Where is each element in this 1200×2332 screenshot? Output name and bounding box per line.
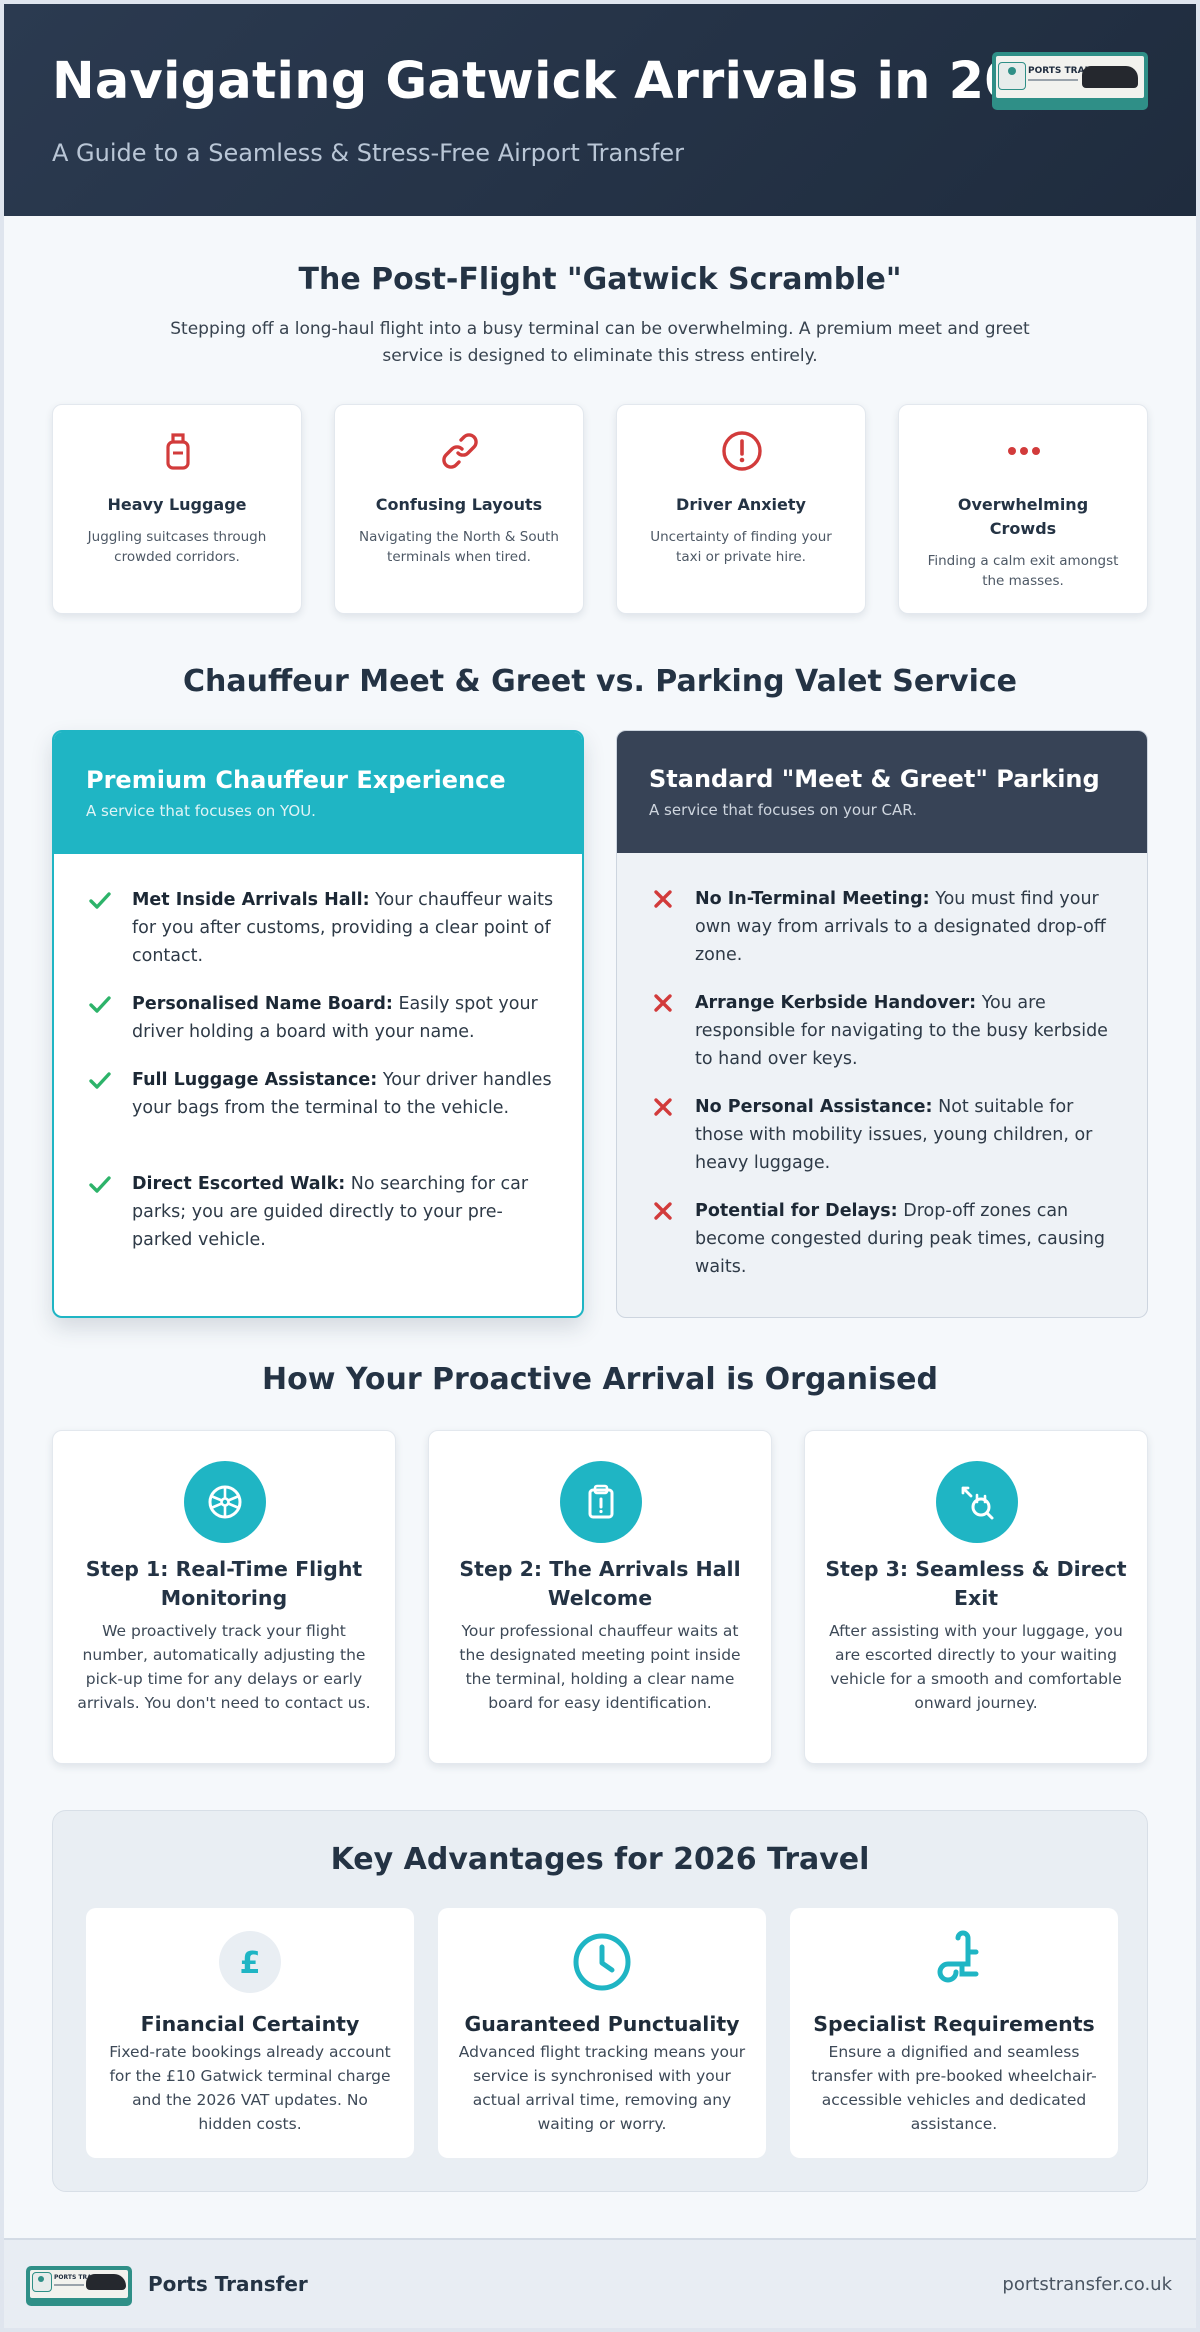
cross-icon xyxy=(654,890,672,908)
section-title-steps: How Your Proactive Arrival is Organised xyxy=(262,1362,938,1397)
logo-text: PORTS TRANSFER xyxy=(54,2274,114,2281)
car-icon xyxy=(1082,66,1138,88)
step-text: We proactively track your flight number,… xyxy=(77,1622,371,1712)
exit-icon xyxy=(961,1486,994,1520)
feature-text: Your driver handles your bags from the t… xyxy=(132,1070,552,1118)
advantage-title: Guaranteed Punctuality xyxy=(464,2012,740,2036)
check-icon xyxy=(89,892,111,909)
check-icon xyxy=(89,996,111,1013)
advantage-text: Ensure a dignified and seamless transfer… xyxy=(811,2043,1097,2133)
wheelchair-icon xyxy=(937,1930,979,1983)
problem-card-crowds: Overwhelming Crowds Finding a calm exit … xyxy=(898,404,1148,614)
footer: PORTS TRANSFER Ports Transfer portstrans… xyxy=(4,2238,1196,2328)
advantage-card-punctuality: Guaranteed Punctuality Advanced flight t… xyxy=(438,1908,766,2158)
premium-panel-subtitle: A service that focuses on YOU. xyxy=(86,802,316,820)
pin-icon xyxy=(998,62,1026,90)
hero-header: Navigating Gatwick Arrivals in 2026 A Gu… xyxy=(4,4,1196,216)
feature-title: No In-Terminal Meeting: xyxy=(695,889,930,909)
step-title: Step 2: The Arrivals Hall Welcome xyxy=(459,1557,741,1610)
advantage-card-financial: £ Financial Certainty Fixed-rate booking… xyxy=(86,1908,414,2158)
pound-symbol: £ xyxy=(240,1946,261,1981)
problem-card-title: Driver Anxiety xyxy=(676,495,806,514)
problem-card-title: Overwhelming Crowds xyxy=(957,495,1089,538)
feature-title: Met Inside Arrivals Hall: xyxy=(132,890,370,910)
feature-text: You are responsible for navigating to th… xyxy=(695,993,1108,1069)
section-title-comparison: Chauffeur Meet & Greet vs. Parking Valet… xyxy=(183,664,1017,699)
footer-logo: PORTS TRANSFER xyxy=(26,2266,132,2306)
footer-brand: Ports Transfer xyxy=(148,2272,308,2296)
advantage-text: Fixed-rate bookings already account for … xyxy=(109,2043,391,2133)
feature-text: Your chauffeur waits for you after custo… xyxy=(132,890,554,966)
page-subtitle: A Guide to a Seamless & Stress-Free Airp… xyxy=(52,139,684,167)
standard-panel-title: Standard "Meet & Greet" Parking xyxy=(649,765,1100,793)
problem-card-text: Finding a calm exit amongst the masses. xyxy=(927,553,1119,589)
step-card-1: Step 1: Real-Time Flight Monitoring We p… xyxy=(52,1430,396,1764)
infographic-page: Navigating Gatwick Arrivals in 2026 A Gu… xyxy=(4,4,1196,2328)
step-title: Step 1: Real-Time Flight Monitoring xyxy=(85,1557,363,1610)
advantage-text: Advanced flight tracking means your serv… xyxy=(458,2043,746,2133)
problem-card-text: Navigating the North & South terminals w… xyxy=(359,529,559,565)
clock-icon xyxy=(573,1933,631,1991)
section-title-advantages: Key Advantages for 2026 Travel xyxy=(330,1842,870,1877)
feature-title: Arrange Kerbside Handover: xyxy=(695,993,977,1013)
premium-panel-title: Premium Chauffeur Experience xyxy=(86,766,506,794)
feature-title: Direct Escorted Walk: xyxy=(132,1174,346,1194)
problem-card-text: Juggling suitcases through crowded corri… xyxy=(87,529,267,565)
standard-panel-header: Standard "Meet & Greet" Parking A servic… xyxy=(617,731,1147,853)
advantage-title: Financial Certainty xyxy=(140,2012,360,2036)
check-icon xyxy=(89,1176,111,1193)
feature-text: Not suitable for those with mobility iss… xyxy=(695,1097,1093,1173)
feature-title: Full Luggage Assistance: xyxy=(132,1070,378,1090)
dots-icon xyxy=(1008,447,1040,455)
logo-text: PORTS TRANSFER xyxy=(1028,66,1118,76)
feature-text: You must find your own way from arrivals… xyxy=(695,889,1106,965)
step-card-3: Step 3: Seamless & Direct Exit After ass… xyxy=(804,1430,1148,1764)
page-title: Navigating Gatwick Arrivals in 2026 xyxy=(52,52,1092,111)
premium-panel: Premium Chauffeur Experience A service t… xyxy=(52,730,584,1318)
step-text: Your professional chauffeur waits at the… xyxy=(459,1622,741,1712)
step-card-2: Step 2: The Arrivals Hall Welcome Your p… xyxy=(428,1430,772,1764)
problem-card-driver: Driver Anxiety Uncertainty of finding yo… xyxy=(616,404,866,614)
feature-text: Easily spot your driver holding a board … xyxy=(132,994,538,1042)
advantage-title: Specialist Requirements xyxy=(813,2012,1095,2036)
problem-card-title: Heavy Luggage xyxy=(107,495,247,514)
feature-title: Personalised Name Board: xyxy=(132,994,393,1014)
feature-title: No Personal Assistance: xyxy=(695,1097,933,1117)
link-icon xyxy=(442,433,478,469)
cross-icon xyxy=(654,1098,672,1116)
brand-logo: PORTS TRANSFER xyxy=(992,52,1148,110)
premium-panel-header: Premium Chauffeur Experience A service t… xyxy=(54,732,582,854)
cross-icon xyxy=(654,1202,672,1220)
problem-card-luggage: Heavy Luggage Juggling suitcases through… xyxy=(52,404,302,614)
steering-wheel-icon xyxy=(208,1485,242,1519)
footer-website-link[interactable]: portstransfer.co.uk xyxy=(1002,2274,1172,2295)
step-text: After assisting with your luggage, you a… xyxy=(829,1622,1123,1712)
step-title: Step 3: Seamless & Direct Exit xyxy=(825,1557,1127,1610)
section-title-scramble: The Post-Flight "Gatwick Scramble" xyxy=(298,262,902,297)
problem-card-layouts: Confusing Layouts Navigating the North &… xyxy=(334,404,584,614)
scramble-intro: Stepping off a long-haul flight into a b… xyxy=(170,319,1030,366)
feature-title: Potential for Delays: xyxy=(695,1201,898,1221)
clipboard-icon xyxy=(588,1484,614,1519)
feature-text: Drop-off zones can become congested duri… xyxy=(695,1201,1106,1277)
problem-card-title: Confusing Layouts xyxy=(375,495,543,514)
check-icon xyxy=(89,1072,111,1089)
pound-icon: £ xyxy=(219,1931,281,1993)
alert-icon xyxy=(722,431,762,471)
pin-icon xyxy=(32,2272,52,2292)
advantage-card-specialist: Specialist Requirements Ensure a dignifi… xyxy=(790,1908,1118,2158)
problem-card-text: Uncertainty of finding your taxi or priv… xyxy=(650,529,832,565)
standard-panel: Standard "Meet & Greet" Parking A servic… xyxy=(616,730,1148,1318)
luggage-icon xyxy=(166,433,190,470)
standard-panel-subtitle: A service that focuses on your CAR. xyxy=(649,801,917,819)
cross-icon xyxy=(654,994,672,1012)
feature-text: No searching for car parks; you are guid… xyxy=(132,1174,529,1250)
car-icon xyxy=(86,2274,126,2290)
